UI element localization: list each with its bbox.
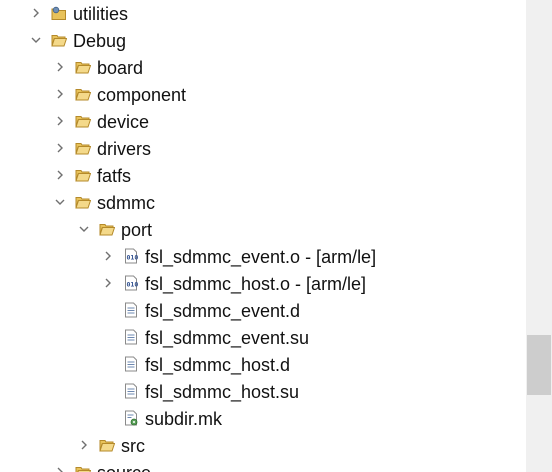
tree-item-label: subdir.mk xyxy=(145,409,223,429)
chevron-right-icon[interactable] xyxy=(78,438,90,452)
tree-item-label: fsl_sdmmc_host.d xyxy=(145,355,291,375)
chevron-right-icon[interactable] xyxy=(54,87,66,101)
tree-item-subdir-mk[interactable]: subdir.mk xyxy=(0,405,526,432)
tree-item-fsl-sdmmc-host-su[interactable]: fsl_sdmmc_host.su xyxy=(0,378,526,405)
folder-icon xyxy=(51,5,67,21)
folder-open-icon xyxy=(75,59,92,75)
tree-item-fatfs[interactable]: fatfs xyxy=(0,162,526,189)
chevron-down-icon[interactable] xyxy=(78,222,90,236)
folder-open-icon xyxy=(75,464,92,472)
tree-item-label: fsl_sdmmc_event.su xyxy=(145,328,310,348)
tree-item-label: Debug xyxy=(73,31,127,51)
tree-item-label: board xyxy=(97,58,144,78)
folder-open-icon xyxy=(75,167,92,183)
chevron-right-icon[interactable] xyxy=(54,141,66,155)
folder-open-icon xyxy=(75,113,92,129)
tree-item-label: port xyxy=(121,220,153,240)
tree-item-debug[interactable]: Debug xyxy=(0,27,526,54)
makefile-icon xyxy=(123,410,139,426)
folder-open-icon xyxy=(51,32,68,48)
tree-item-fsl-sdmmc-host-o[interactable]: 010 fsl_sdmmc_host.o - [arm/le] xyxy=(0,270,526,297)
tree-item-label: utilities xyxy=(73,4,129,24)
object-file-icon: 010 xyxy=(123,248,139,264)
tree-item-label: sdmmc xyxy=(97,193,155,213)
tree-item-port[interactable]: port xyxy=(0,216,526,243)
tree-item-src[interactable]: src xyxy=(0,432,526,459)
folder-open-icon xyxy=(99,221,116,237)
object-file-icon: 010 xyxy=(123,275,139,291)
svg-text:010: 010 xyxy=(127,281,139,289)
text-file-icon xyxy=(123,383,139,399)
tree-item-label: fsl_sdmmc_host.o - [arm/le] xyxy=(145,274,367,294)
tree-item-label: source xyxy=(97,462,151,472)
tree-item-label: fsl_sdmmc_event.o - [arm/le] xyxy=(145,247,377,267)
tree-item-label: drivers xyxy=(97,139,152,159)
tree-item-fsl-sdmmc-event-o[interactable]: 010 fsl_sdmmc_event.o - [arm/le] xyxy=(0,243,526,270)
chevron-right-icon[interactable] xyxy=(54,60,66,74)
svg-text:010: 010 xyxy=(127,254,139,262)
tree-item-device[interactable]: device xyxy=(0,108,526,135)
tree-item-component[interactable]: component xyxy=(0,81,526,108)
tree-item-fsl-sdmmc-event-su[interactable]: fsl_sdmmc_event.su xyxy=(0,324,526,351)
tree-item-label: fsl_sdmmc_host.su xyxy=(145,382,300,402)
tree-item-drivers[interactable]: drivers xyxy=(0,135,526,162)
text-file-icon xyxy=(123,356,139,372)
tree-item-fsl-sdmmc-host-d[interactable]: fsl_sdmmc_host.d xyxy=(0,351,526,378)
tree-item-label: fsl_sdmmc_event.d xyxy=(145,301,301,321)
tree-item-label: fatfs xyxy=(97,166,132,186)
folder-open-icon xyxy=(75,86,92,102)
chevron-right-icon[interactable] xyxy=(30,6,42,20)
tree-item-fsl-sdmmc-event-d[interactable]: fsl_sdmmc_event.d xyxy=(0,297,526,324)
chevron-right-icon[interactable] xyxy=(102,249,114,263)
scrollbar-thumb[interactable] xyxy=(527,335,551,395)
folder-open-icon xyxy=(75,140,92,156)
tree-item-board[interactable]: board xyxy=(0,54,526,81)
vertical-scrollbar[interactable] xyxy=(526,0,552,472)
tree-item-sdmmc[interactable]: sdmmc xyxy=(0,189,526,216)
folder-open-icon xyxy=(75,194,92,210)
tree-item-label: src xyxy=(121,436,145,456)
folder-open-icon xyxy=(99,437,116,453)
chevron-right-icon[interactable] xyxy=(54,168,66,182)
tree-item-label: component xyxy=(97,85,187,105)
project-explorer-tree: utilities Debug board component xyxy=(0,0,526,472)
chevron-right-icon[interactable] xyxy=(54,465,66,472)
chevron-down-icon[interactable] xyxy=(30,33,42,47)
chevron-right-icon[interactable] xyxy=(102,276,114,290)
chevron-down-icon[interactable] xyxy=(54,195,66,209)
text-file-icon xyxy=(123,329,139,345)
tree-item-source[interactable]: source xyxy=(0,459,526,472)
tree-item-utilities[interactable]: utilities xyxy=(0,0,526,27)
chevron-right-icon[interactable] xyxy=(54,114,66,128)
tree-item-label: device xyxy=(97,112,150,132)
text-file-icon xyxy=(123,302,139,318)
